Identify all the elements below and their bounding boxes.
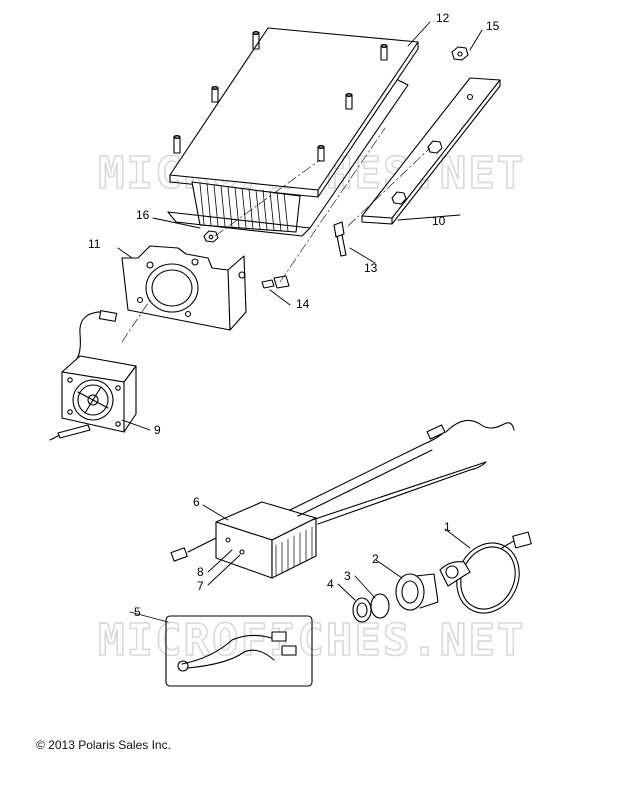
callout-6: 6 (193, 495, 200, 509)
callout-16: 16 (136, 208, 150, 222)
callout-3: 3 (344, 569, 351, 583)
part-1-charge-cord (439, 531, 532, 614)
leader-lines (117, 21, 483, 623)
mounting-studs (173, 30, 388, 162)
part-4-retaining-nut (352, 597, 372, 623)
callout-15: 15 (486, 19, 500, 33)
callout-numbers: 12 15 10 16 11 13 14 9 6 1 2 3 8 4 7 5 (88, 11, 500, 619)
part-12-controller-heatsink (167, 27, 419, 237)
callout-2: 2 (372, 552, 379, 566)
copyright-notice: © 2013 Polaris Sales Inc. (36, 738, 171, 752)
callout-14: 14 (296, 297, 310, 311)
callout-13: 13 (364, 261, 378, 275)
callout-5: 5 (134, 605, 141, 619)
callout-1: 1 (444, 520, 451, 534)
callout-12: 12 (436, 11, 450, 25)
part-5-harness-detail (165, 615, 313, 687)
part-14-screw (261, 275, 290, 289)
part-2-receptacle-housing (395, 573, 439, 611)
part-13-bolt (333, 221, 347, 257)
part-11-fan-bracket (121, 245, 247, 331)
callout-8: 8 (197, 565, 204, 579)
part-16-nut (203, 230, 219, 243)
callout-9: 9 (154, 423, 161, 437)
callout-4: 4 (327, 577, 334, 591)
part-10-bracket-strap (361, 77, 501, 225)
watermark-bottom: MICROFICHES.NET (98, 615, 525, 666)
alignment-lines (121, 127, 431, 343)
part-15-nut (451, 46, 469, 61)
callout-11: 11 (88, 237, 101, 251)
part-6-charger-unit (170, 419, 515, 579)
callout-7: 7 (197, 579, 204, 593)
callout-10: 10 (432, 214, 446, 228)
